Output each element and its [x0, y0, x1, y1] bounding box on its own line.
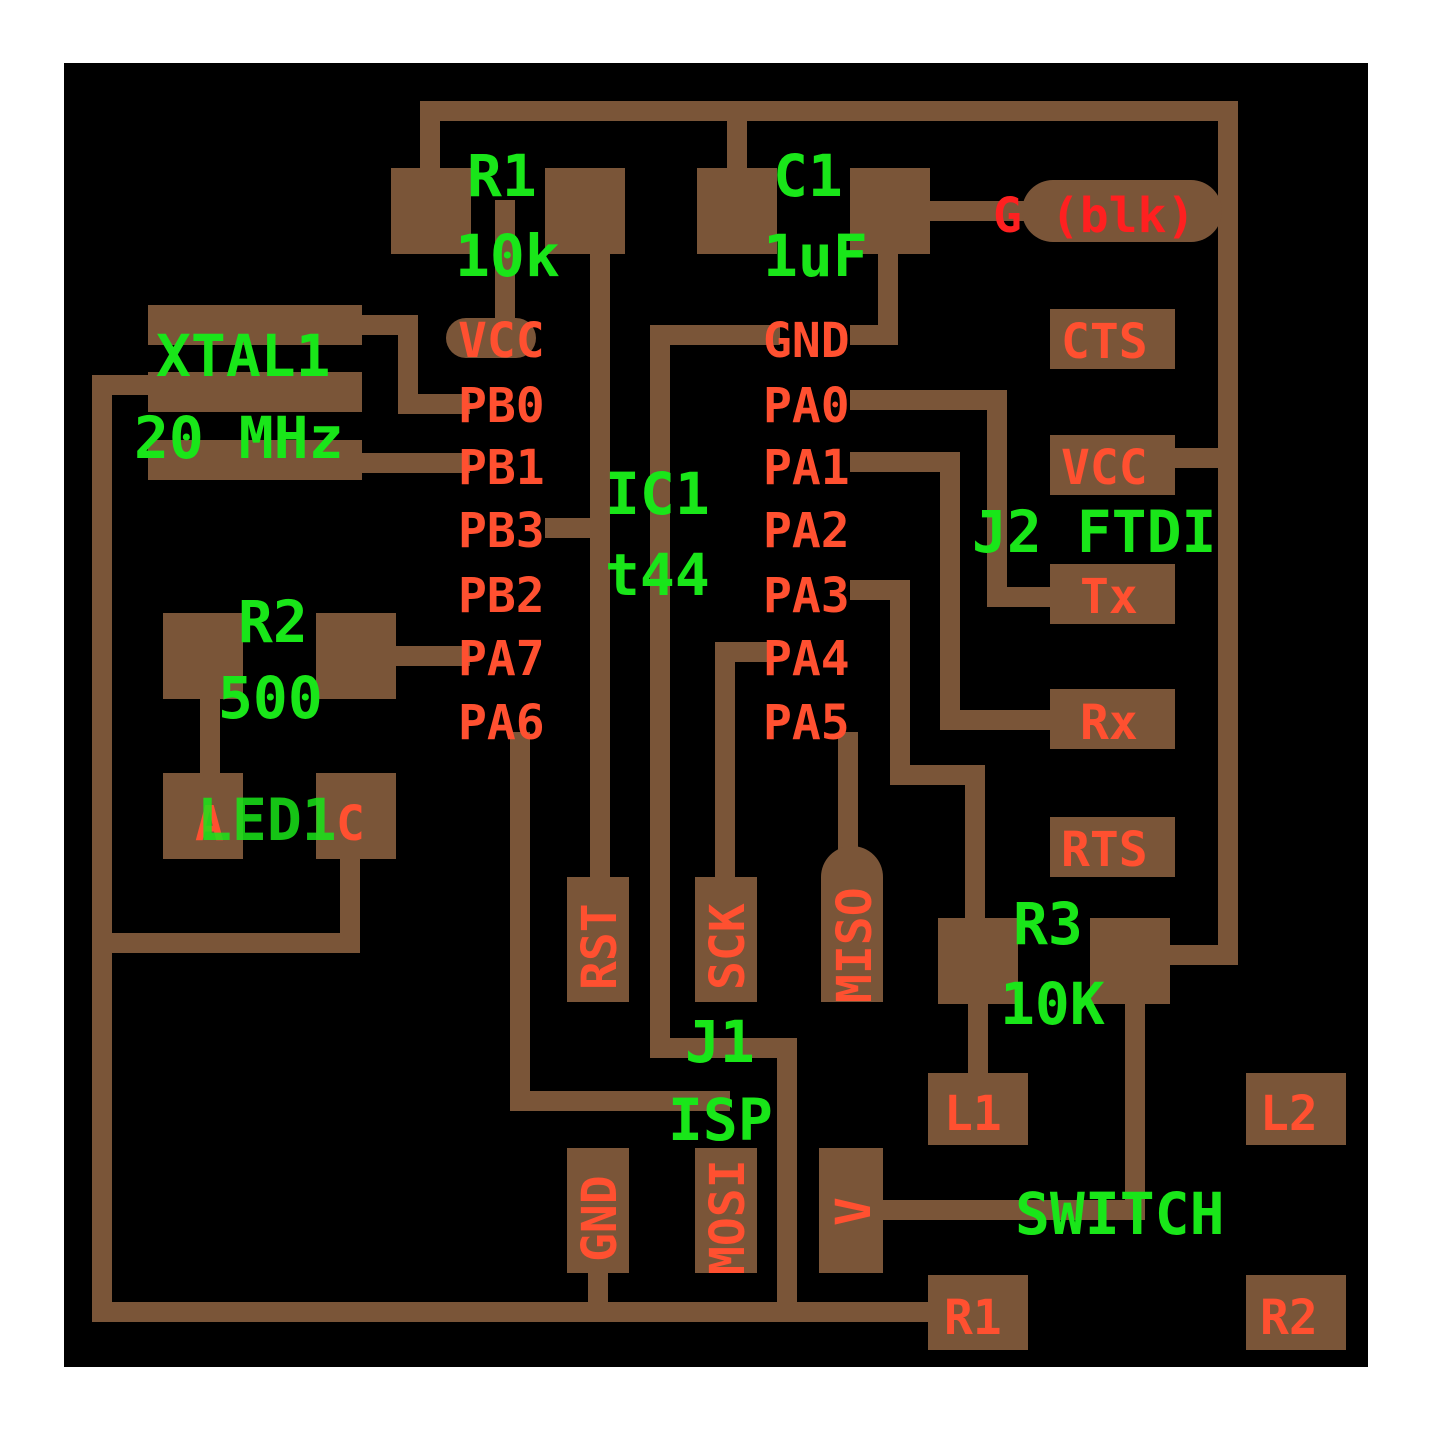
- label-rst: RST: [572, 903, 628, 990]
- pad-c1-1: [697, 168, 777, 254]
- pad-sck: [695, 877, 757, 1002]
- label-rts: RTS: [1061, 822, 1148, 878]
- label-gnd: GND: [763, 313, 850, 369]
- part-xtal: XTAL1: [156, 322, 331, 390]
- pad-mosi: [695, 1148, 757, 1273]
- pad-gblk: [1022, 180, 1222, 242]
- pad-r2-2: [316, 613, 396, 699]
- pad-l2: [1246, 1073, 1346, 1145]
- part-j2: J2 FTDI: [972, 498, 1216, 566]
- traces: [92, 101, 1238, 1322]
- pad-led-c: [316, 773, 396, 859]
- trace-led-gnd: [92, 845, 360, 953]
- pad-sw-r1: [928, 1275, 1028, 1350]
- part-r2: R2: [238, 588, 308, 656]
- trace-pa1-tx: [850, 452, 1060, 730]
- pad-miso-top: [821, 846, 883, 908]
- part-labels: R1 10k C1 1uF XTAL1 20 MHz IC1 t44 R2 50…: [134, 142, 1225, 1248]
- label-pa3: PA3: [763, 568, 850, 624]
- label-tx: Tx: [1080, 569, 1138, 625]
- pad-r1-2: [545, 168, 625, 254]
- label-pa0: PA0: [763, 378, 850, 434]
- label-pb3: PB3: [458, 503, 545, 559]
- part-j1-value: ISP: [668, 1086, 773, 1154]
- part-led1: LED1: [197, 786, 337, 854]
- pad-xtal-2: [148, 372, 362, 412]
- part-c1-value: 1uF: [763, 222, 868, 290]
- label-pa4: PA4: [763, 631, 850, 687]
- label-pa6: PA6: [458, 695, 545, 751]
- label-pb0: PB0: [458, 378, 545, 434]
- trace-xtal-gnd: [92, 375, 940, 1322]
- part-r3-value: 10K: [1000, 970, 1105, 1038]
- trace-vcc-top: [420, 101, 1238, 468]
- part-r1: R1: [467, 142, 537, 210]
- label-gblk: G (blk): [993, 188, 1195, 244]
- part-r2-value: 500: [218, 664, 323, 732]
- label-led-c: C: [336, 796, 365, 852]
- label-pa7: PA7: [458, 631, 545, 687]
- trace-pa6-mosi: [510, 732, 730, 1111]
- pad-tx: [1050, 564, 1175, 624]
- label-pb1: PB1: [458, 440, 545, 496]
- pad-led-a: [163, 773, 243, 859]
- part-ic1: IC1: [605, 460, 710, 528]
- part-r3: R3: [1013, 890, 1083, 958]
- pad-cts: [1050, 309, 1175, 369]
- pad-rst: [567, 877, 629, 1002]
- label-rx: Rx: [1080, 695, 1138, 751]
- trace-pa3-r3: [850, 580, 985, 930]
- part-ic1-value: t44: [605, 541, 710, 609]
- pads: [148, 168, 1346, 1350]
- label-pa2: PA2: [763, 503, 850, 559]
- label-pa1: PA1: [763, 440, 850, 496]
- trace-gnd-isp: [650, 325, 797, 1315]
- part-c1: C1: [773, 142, 843, 210]
- trace-r3-vcc: [1155, 448, 1238, 965]
- part-j1: J1: [685, 1008, 755, 1076]
- label-sck: SCK: [700, 903, 756, 990]
- pad-ic-vcc: [446, 318, 536, 358]
- label-isp-gnd: GND: [572, 1175, 628, 1262]
- label-cts: CTS: [1061, 314, 1148, 370]
- pad-xtal-3: [148, 440, 362, 480]
- pin-labels: VCC PB0 PB1 PB3 PB2 PA7 PA6 GND PA0 PA1 …: [195, 188, 1318, 1346]
- pad-c1-2: [850, 168, 930, 254]
- part-r1-value: 10k: [455, 222, 560, 290]
- pad-rx: [1050, 689, 1175, 749]
- trace-c1-gnd: [850, 230, 898, 345]
- label-ftdi-vcc: VCC: [1061, 440, 1148, 496]
- label-pa5: PA5: [763, 695, 850, 751]
- label-mosi: MOSI: [700, 1159, 756, 1275]
- label-v: V: [826, 1197, 882, 1226]
- pad-v: [819, 1148, 883, 1273]
- trace-pa0-tx: [850, 390, 1060, 607]
- label-l1: L1: [944, 1086, 1002, 1142]
- pad-r1-1: [391, 168, 471, 254]
- part-xtal-value: 20 MHz: [134, 404, 344, 472]
- pad-r3-2: [1090, 918, 1170, 1004]
- label-miso: MISO: [827, 887, 883, 1003]
- pad-xtal-1: [148, 305, 362, 345]
- pad-r3-1: [938, 918, 1018, 1004]
- label-led-a: A: [195, 796, 224, 852]
- label-sw-r1: R1: [944, 1290, 1002, 1346]
- pad-sw-r2: [1246, 1275, 1346, 1350]
- trace-r3-switch: [870, 990, 1145, 1220]
- pad-l1: [928, 1073, 1028, 1145]
- pad-ftdi-vcc: [1050, 435, 1175, 495]
- label-vcc: VCC: [458, 313, 545, 369]
- label-l2: L2: [1260, 1086, 1318, 1142]
- label-sw-r2: R2: [1260, 1290, 1318, 1346]
- label-pb2: PB2: [458, 568, 545, 624]
- trace-xtal-pb0: [350, 315, 470, 414]
- pad-isp-gnd: [567, 1148, 629, 1273]
- pad-r2-1: [163, 613, 243, 699]
- trace-pa4-sck: [715, 642, 770, 890]
- pad-rts: [1050, 817, 1175, 877]
- part-switch: SWITCH: [1015, 1180, 1225, 1248]
